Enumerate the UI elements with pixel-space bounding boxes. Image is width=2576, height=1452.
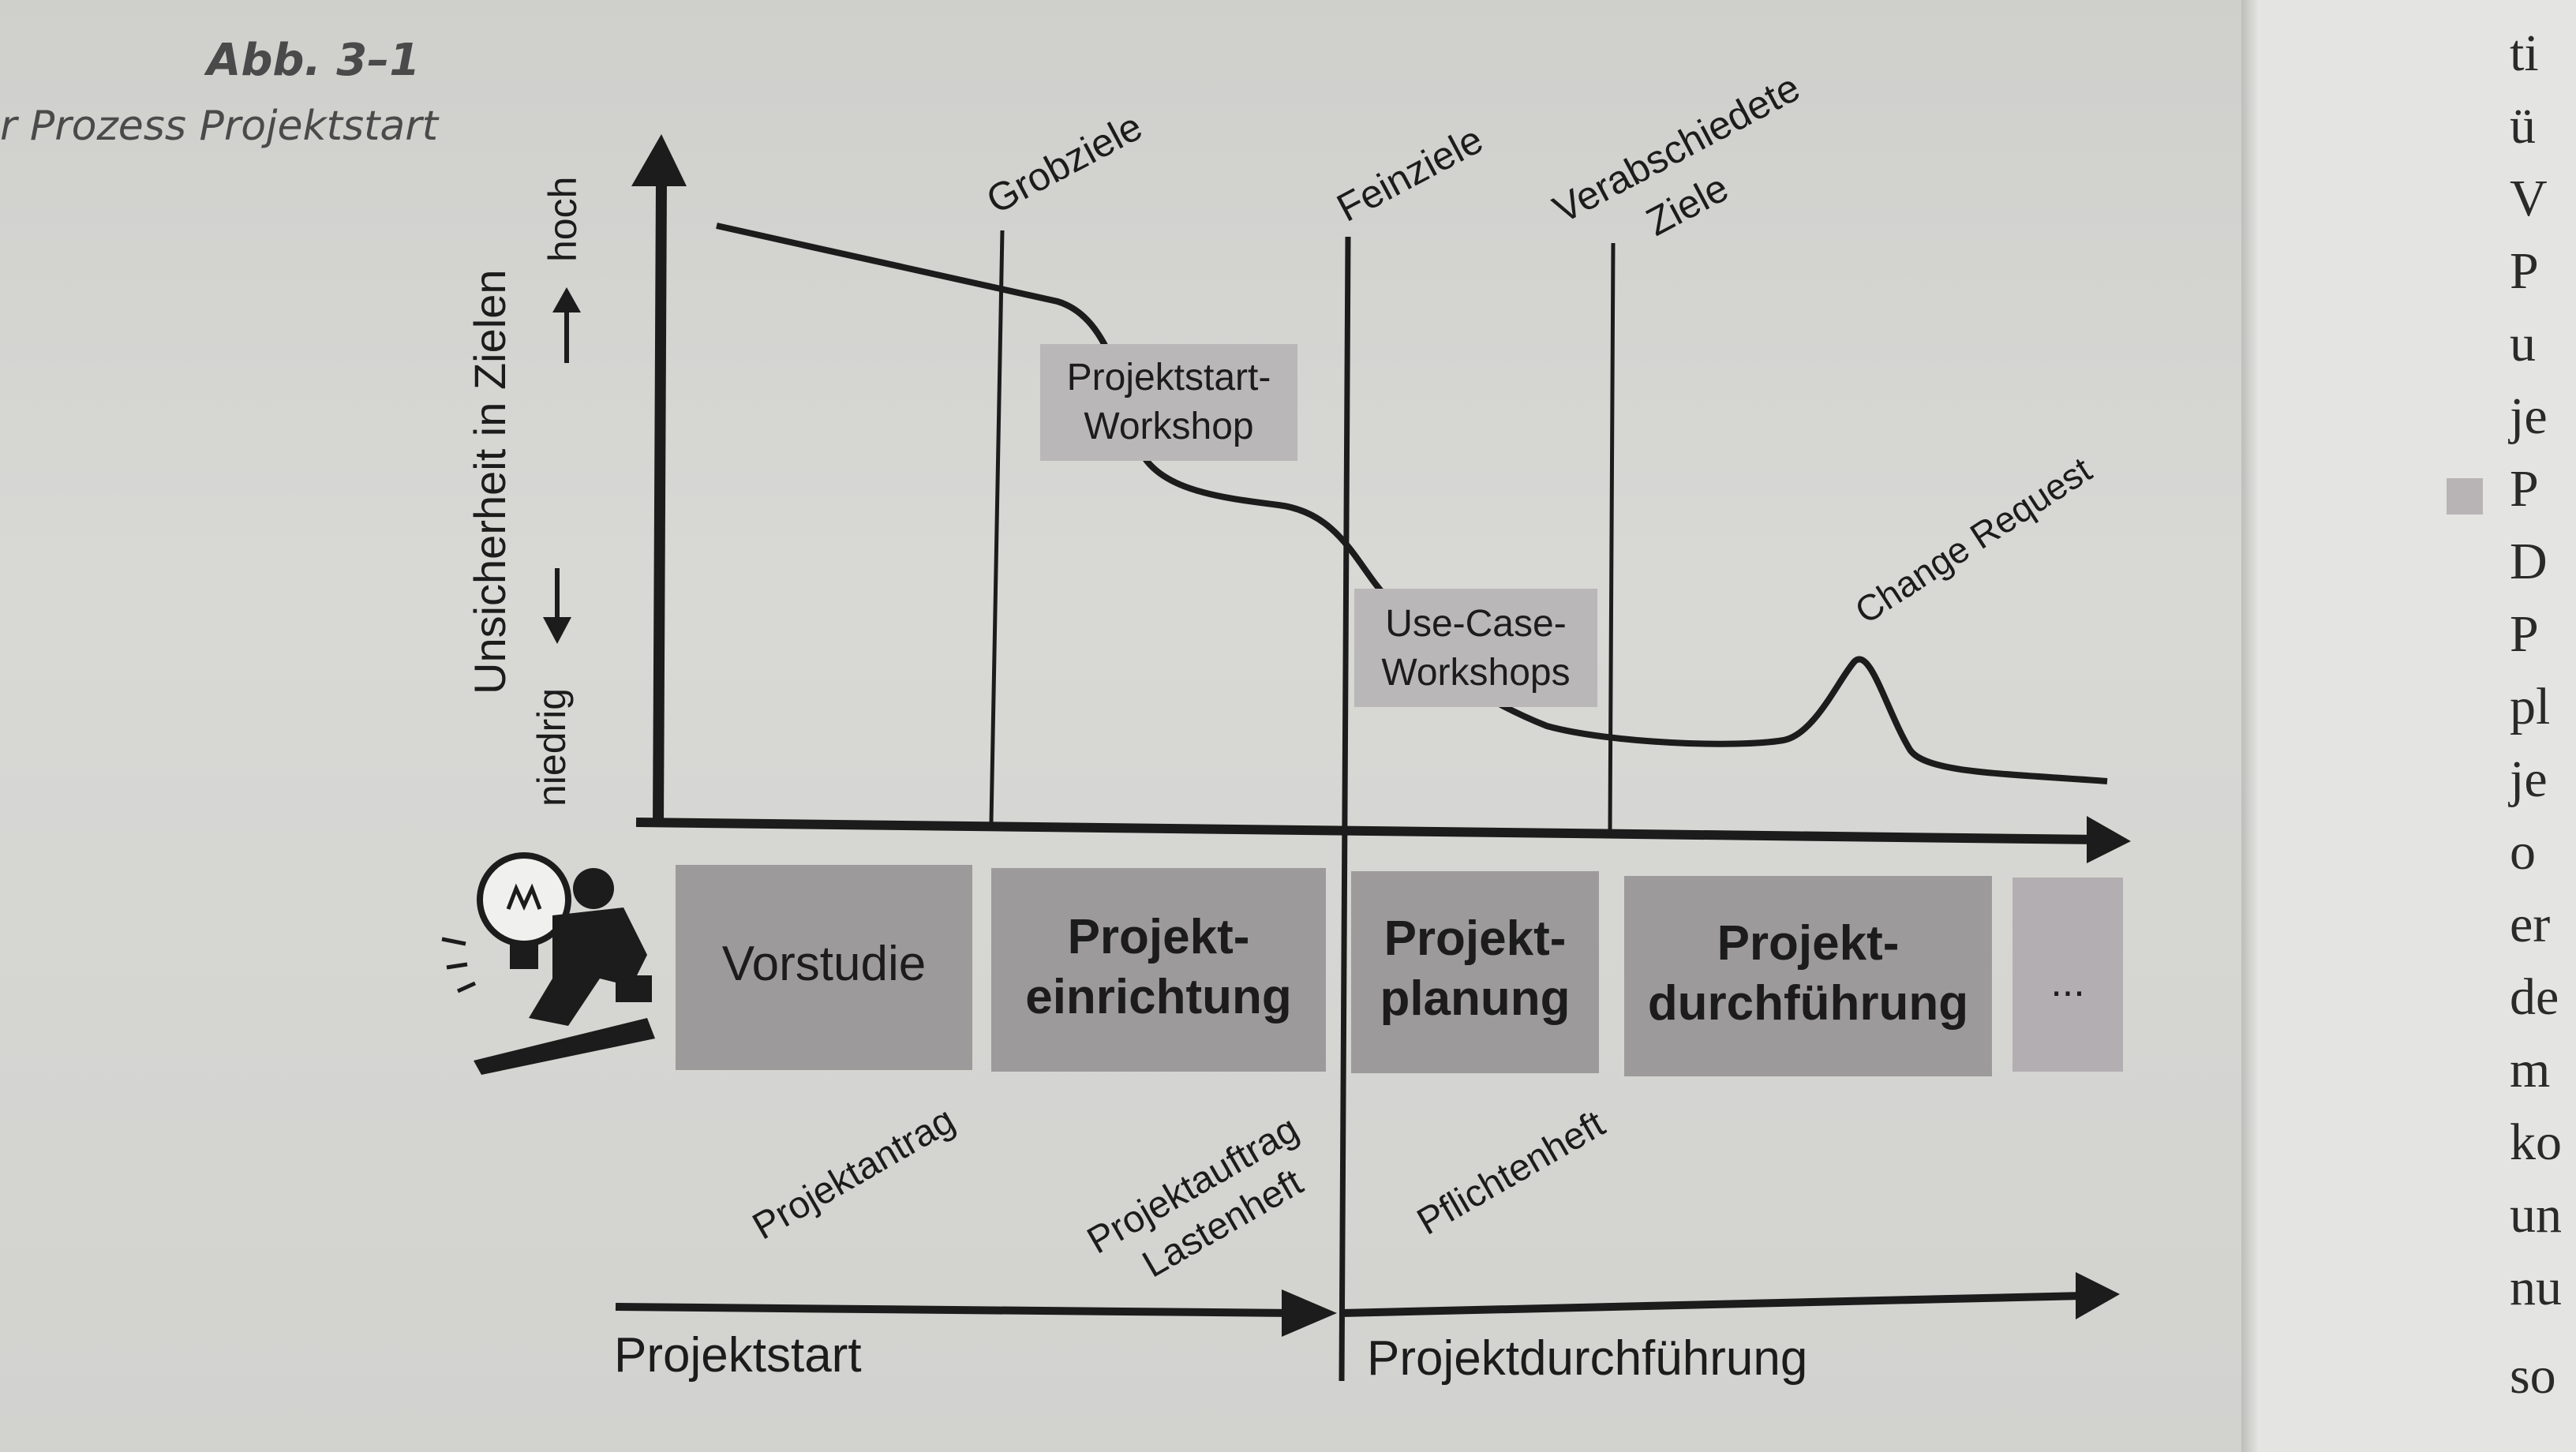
timeline-start-arrowhead [1282,1289,1337,1337]
x-axis-arrowhead [2087,816,2131,863]
timeline-label-execution: Projektdurchführung [1367,1331,1807,1386]
y-axis-high-label: hoch [541,177,585,262]
arrow-down-icon [543,617,571,644]
milestone-label-feinziele: Feinziele [1330,117,1490,230]
phase-box-durchfuehrung [1624,876,1992,1076]
workshop-label-line1: Projektstart- [1067,357,1271,399]
workshop-label-line2: Workshop [1084,406,1253,447]
right-page-fragment: ko [2510,1113,2562,1171]
timeline-label-start: Projektstart [614,1328,862,1383]
y-axis-label: Unsicherheit in Zielen [465,270,515,694]
right-page-fragment: V [2510,170,2548,227]
phase-label: ... [2050,960,2084,1005]
book-spine [2241,0,2260,1452]
milestone-line-feinziele [1339,236,1351,1382]
right-page-fragment: nu [2510,1259,2562,1316]
left-book-page [0,0,2241,1452]
phase-label-line2: planung [1380,971,1570,1026]
y-axis-low-label: niedrig [530,688,574,806]
milestone-line-verabschiedete-ziele [1608,242,1616,831]
phase-box-vorstudie [676,865,972,1070]
margin-square-marker [2447,478,2483,515]
figure-number: Abb. 3–1 [207,35,421,86]
y-axis-line [653,181,667,828]
timeline-start-line [615,1303,1295,1317]
right-page-fragment: P [2510,460,2539,518]
phase-label-line1: Projekt- [1384,911,1567,966]
right-page-fragment: P [2510,605,2539,663]
phase-box-planung [1351,871,1599,1073]
right-page-fragment: D [2510,533,2548,590]
change-request-label: Change Request [1848,449,2099,632]
right-page-fragment: pl [2510,678,2551,735]
timeline-execution-arrowhead [2076,1272,2120,1319]
phase-label-line1: Projekt- [1068,910,1250,964]
phase-label-line2: durchführung [1648,976,1968,1031]
right-page-fragment: er [2510,896,2551,953]
arrow-up-icon [552,287,581,312]
phase-label-line2: einrichtung [1025,970,1292,1024]
right-page-fragment: je [2510,387,2548,445]
phase-box-einrichtung [991,868,1326,1072]
x-axis-line [635,818,2100,844]
document-label-projektantrag: Projektantrag [746,1099,962,1248]
workshop-box-use-case [1354,589,1597,707]
workshop-label-line1: Use-Case- [1385,603,1566,645]
y-axis-arrowhead [631,134,687,186]
timeline-execution-line [1341,1292,2084,1317]
right-page-fragment: P [2510,242,2539,300]
figure-caption: r Prozess Projektstart [0,103,439,150]
right-page-fragment: m [2510,1041,2551,1098]
phase-box-more [2012,878,2123,1072]
workshop-box-projektstart [1040,344,1297,461]
workshop-label-line2: Workshops [1381,652,1570,694]
phase-label: Vorstudie [722,937,927,991]
right-page-fragment: un [2510,1186,2562,1244]
right-page-fragment: o [2510,823,2536,881]
right-page-fragment: u [2510,315,2536,372]
milestone-label-grobziele: Grobziele [979,104,1149,223]
phase-label-line1: Projekt- [1717,916,1900,971]
right-page-fragment: so [2510,1347,2556,1405]
right-page-fragment: de [2510,968,2559,1026]
milestone-line-grobziele [989,230,1005,823]
right-book-page [2260,0,2576,1452]
businessman-lightbulb-icon [441,852,655,1075]
document-label-pflichtenheft: Pflichtenheft [1410,1103,1612,1244]
right-page-fragment: ti [2510,24,2539,82]
right-page-fragment: ü [2510,97,2536,155]
right-page-fragment: je [2510,750,2548,808]
